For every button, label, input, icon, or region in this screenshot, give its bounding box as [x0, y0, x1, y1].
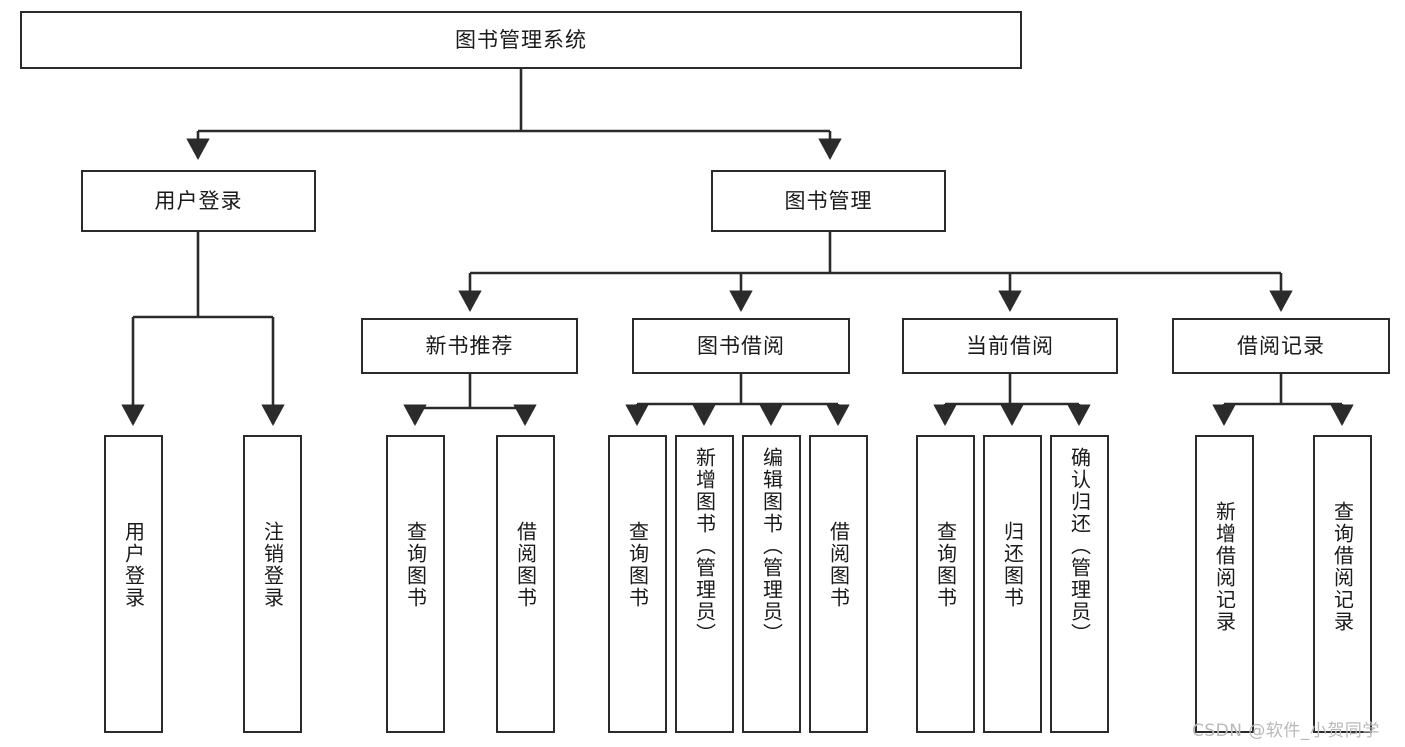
- leaf-current-borrow-return-book[interactable]: 归还图书: [983, 435, 1042, 733]
- node-label: 新增图书（管理员）: [692, 447, 717, 645]
- node-label: 新增借阅记录: [1212, 501, 1237, 633]
- node-label: 用户登录: [121, 521, 146, 609]
- leaf-book-borrow-edit-book-admin[interactable]: 编辑图书（管理员）: [742, 435, 801, 733]
- csdn-watermark: CSDN @软件_小贺同学: [1192, 721, 1380, 741]
- node-label: 当前借阅: [966, 333, 1054, 358]
- node-label: 查询图书: [625, 521, 650, 609]
- node-label: 查询图书: [933, 521, 958, 609]
- node-label: 归还图书: [1000, 521, 1025, 609]
- leaf-user-login-logout[interactable]: 注销登录: [243, 435, 302, 733]
- node-label: 查询借阅记录: [1330, 501, 1355, 633]
- leaf-new-book-borrow-book[interactable]: 借阅图书: [496, 435, 555, 733]
- leaf-borrow-record-add-record[interactable]: 新增借阅记录: [1195, 435, 1254, 733]
- node-label: 查询图书: [403, 521, 428, 609]
- node-label: 图书管理系统: [455, 27, 587, 52]
- leaf-borrow-record-query-record[interactable]: 查询借阅记录: [1313, 435, 1372, 733]
- node-label: 用户登录: [154, 188, 243, 213]
- node-label: 借阅图书: [513, 521, 538, 609]
- node-label: 新书推荐: [425, 333, 514, 358]
- leaf-book-borrow-query-book[interactable]: 查询图书: [608, 435, 667, 733]
- leaf-current-borrow-query-book[interactable]: 查询图书: [916, 435, 975, 733]
- node-user-login[interactable]: 用户登录: [81, 170, 316, 232]
- node-label: 图书借阅: [697, 333, 785, 358]
- node-root-book-management-system[interactable]: 图书管理系统: [20, 11, 1022, 69]
- leaf-new-book-query-book[interactable]: 查询图书: [386, 435, 445, 733]
- node-new-book-recommend[interactable]: 新书推荐: [361, 318, 578, 374]
- node-label: 借阅记录: [1237, 333, 1325, 358]
- node-current-borrow[interactable]: 当前借阅: [902, 318, 1118, 374]
- leaf-book-borrow-borrow-book[interactable]: 借阅图书: [809, 435, 868, 733]
- node-label: 借阅图书: [826, 521, 851, 609]
- node-label: 图书管理: [784, 188, 873, 213]
- node-borrow-record[interactable]: 借阅记录: [1172, 318, 1390, 374]
- leaf-book-borrow-add-book-admin[interactable]: 新增图书（管理员）: [675, 435, 734, 733]
- leaf-user-login-login[interactable]: 用户登录: [104, 435, 163, 733]
- leaf-current-borrow-confirm-return-admin[interactable]: 确认归还（管理员）: [1050, 435, 1109, 733]
- node-label: 注销登录: [260, 521, 285, 609]
- node-label: 确认归还（管理员）: [1067, 447, 1092, 645]
- node-label: 编辑图书（管理员）: [759, 447, 784, 645]
- node-book-borrow[interactable]: 图书借阅: [632, 318, 850, 374]
- node-book-management[interactable]: 图书管理: [711, 170, 946, 232]
